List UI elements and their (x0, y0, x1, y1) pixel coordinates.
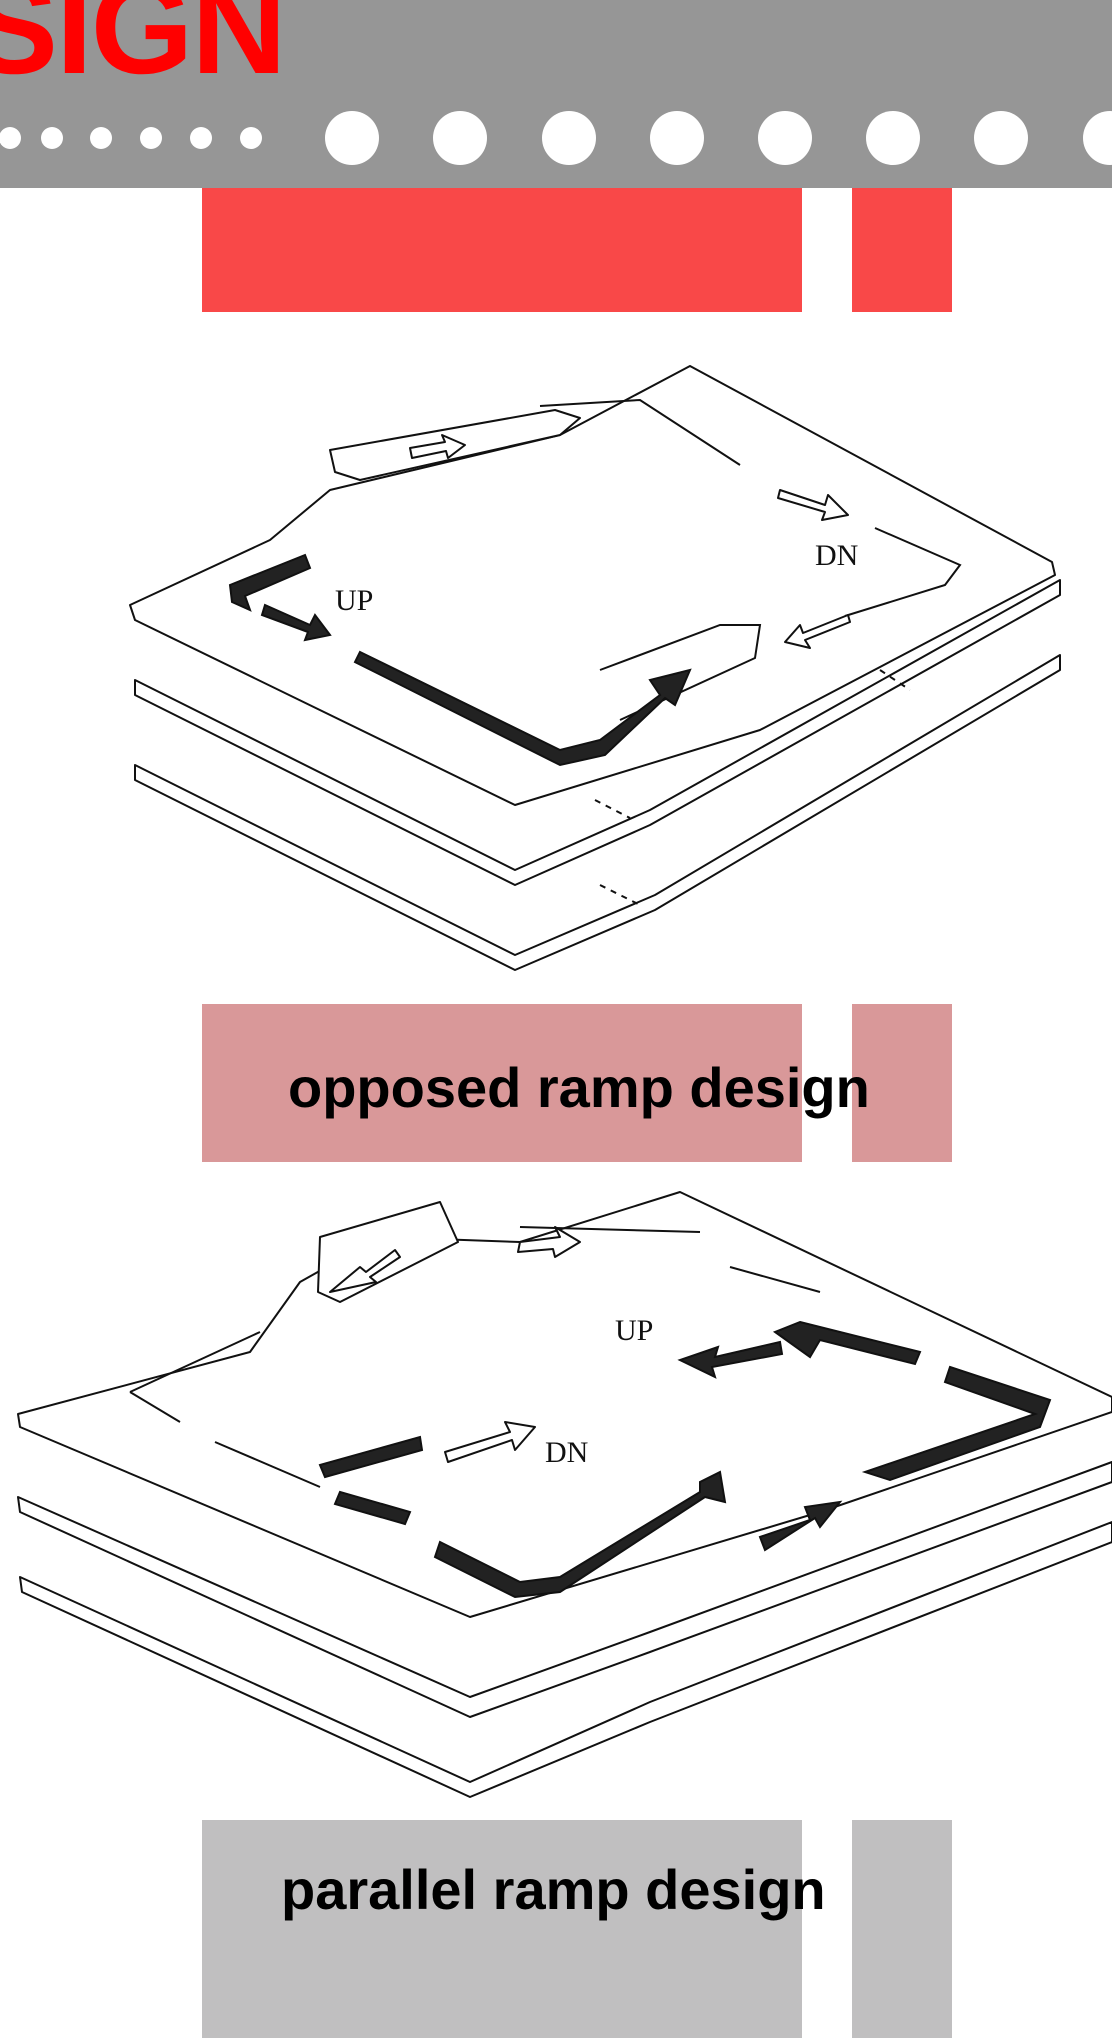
dot-strip (0, 111, 1112, 165)
caption-block-1-narrow (852, 1004, 952, 1162)
opposed-up-label: UP (335, 584, 373, 617)
header-banner: SIGN (0, 0, 1112, 188)
caption-block-2-narrow (852, 1820, 952, 2038)
parallel-ramp-caption: parallel ramp design (281, 1858, 826, 1921)
opposed-dn-label: DN (815, 539, 858, 572)
parallel-ramp-diagram: UP DN (17, 1191, 1112, 1798)
accent-block-narrow (852, 188, 952, 312)
parallel-up-label: UP (615, 1314, 653, 1347)
parallel-dn-label: DN (545, 1436, 588, 1469)
accent-block-wide (202, 188, 802, 312)
opposed-ramp-caption: opposed ramp design (288, 1056, 870, 1119)
opposed-ramp-diagram: UP DN (129, 365, 1061, 971)
caption-block-1-wide (202, 1004, 802, 1162)
header-title: SIGN (0, 0, 287, 101)
caption-block-2-wide (202, 1820, 802, 2038)
